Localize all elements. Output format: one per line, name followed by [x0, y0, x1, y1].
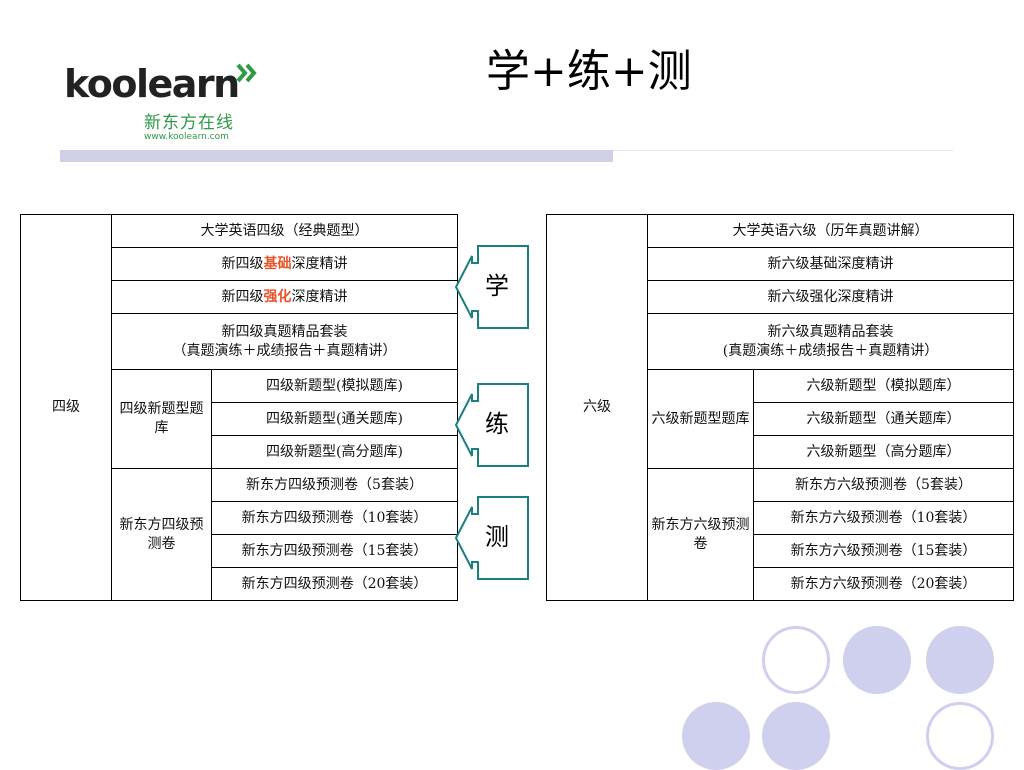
group-cell: 四级新题型题库	[111, 369, 212, 469]
tag-label: 练	[485, 410, 509, 438]
left-arrow-callout-icon	[454, 383, 529, 467]
tag-learn: 学	[454, 245, 529, 333]
course-cell: 大学英语四级（经典题型）	[111, 214, 458, 248]
course-suffix: 深度精讲	[291, 288, 348, 305]
level-cell: 四级	[20, 214, 112, 601]
left-arrow-callout-icon	[454, 496, 529, 580]
group-cell: 新东方六级预测卷	[647, 468, 754, 601]
course-prefix: 新四级	[221, 288, 264, 305]
header-line	[613, 150, 953, 151]
page-title: 学+练+测	[486, 46, 692, 97]
logo-chinese-name: 新东方在线	[144, 113, 234, 133]
course-cell: 新四级基础深度精讲	[111, 247, 458, 281]
course-cell: 新六级基础深度精讲	[647, 247, 1014, 281]
header-bar	[60, 150, 613, 162]
decor-circle-filled	[682, 702, 750, 770]
course-cell: 新六级强化深度精讲	[647, 280, 1014, 314]
cet4-course-table: 四级 大学英语四级（经典题型） 新四级基础深度精讲 新四级强化深度精讲 新四级真…	[20, 214, 458, 601]
tag-label: 测	[485, 523, 509, 551]
course-cell: 四级新题型(高分题库)	[211, 435, 458, 469]
course-cell: 新东方四级预测卷（10套装）	[211, 501, 458, 535]
tag-test: 测	[454, 496, 529, 584]
course-cell: 新东方六级预测卷（20套装）	[753, 567, 1014, 601]
course-line1: 新四级真题精品套装	[221, 323, 348, 340]
course-cell: 新东方六级预测卷（10套装）	[753, 501, 1014, 535]
course-cell: 六级新题型（通关题库）	[753, 402, 1014, 436]
cet6-course-table: 六级 大学英语六级（历年真题讲解） 新六级基础深度精讲 新六级强化深度精讲 新六…	[546, 214, 1014, 601]
logo-wordmark: koolearn	[64, 62, 240, 106]
decor-circle-filled	[762, 702, 830, 770]
course-cell: 四级新题型(通关题库)	[211, 402, 458, 436]
group-cell: 六级新题型题库	[647, 369, 754, 469]
course-cell: 四级新题型(模拟题库)	[211, 369, 458, 403]
course-cell: 新东方四级预测卷（20套装）	[211, 567, 458, 601]
tag-label: 学	[485, 272, 509, 300]
course-cell: 六级新题型（模拟题库）	[753, 369, 1014, 403]
course-cell: 新四级强化深度精讲	[111, 280, 458, 314]
level-cell: 六级	[546, 214, 648, 601]
course-cell: 新六级真题精品套装 (真题演练＋成绩报告＋真题精讲）	[647, 313, 1014, 370]
course-suffix: 深度精讲	[291, 255, 348, 272]
decor-circle-outline	[762, 626, 830, 694]
decor-circle-outline	[926, 702, 994, 770]
course-highlight: 强化	[263, 288, 292, 305]
course-cell: 新东方四级预测卷（15套装）	[211, 534, 458, 568]
course-line1: 新六级真题精品套装	[767, 323, 894, 340]
decor-circle-filled	[843, 626, 911, 694]
double-chevron-icon	[236, 63, 257, 83]
course-cell: 六级新题型（高分题库）	[753, 435, 1014, 469]
course-cell: 大学英语六级（历年真题讲解）	[647, 214, 1014, 248]
left-arrow-callout-icon	[454, 245, 529, 329]
course-cell: 新东方四级预测卷（5套装）	[211, 468, 458, 502]
course-cell: 新东方六级预测卷（15套装）	[753, 534, 1014, 568]
koolearn-logo: koolearn 新东方在线 www.koolearn.com	[64, 56, 264, 146]
course-line2: (真题演练＋成绩报告＋真题精讲）	[722, 342, 939, 359]
decor-circle-filled	[926, 626, 994, 694]
course-prefix: 新四级	[221, 255, 264, 272]
course-line2: （真题演练＋成绩报告＋真题精讲）	[172, 342, 397, 359]
course-highlight: 基础	[263, 255, 292, 272]
group-cell: 新东方四级预测卷	[111, 468, 212, 601]
tag-practice: 练	[454, 383, 529, 471]
logo-url: www.koolearn.com	[144, 132, 229, 142]
course-cell: 新四级真题精品套装 （真题演练＋成绩报告＋真题精讲）	[111, 313, 458, 370]
course-cell: 新东方六级预测卷（5套装）	[753, 468, 1014, 502]
